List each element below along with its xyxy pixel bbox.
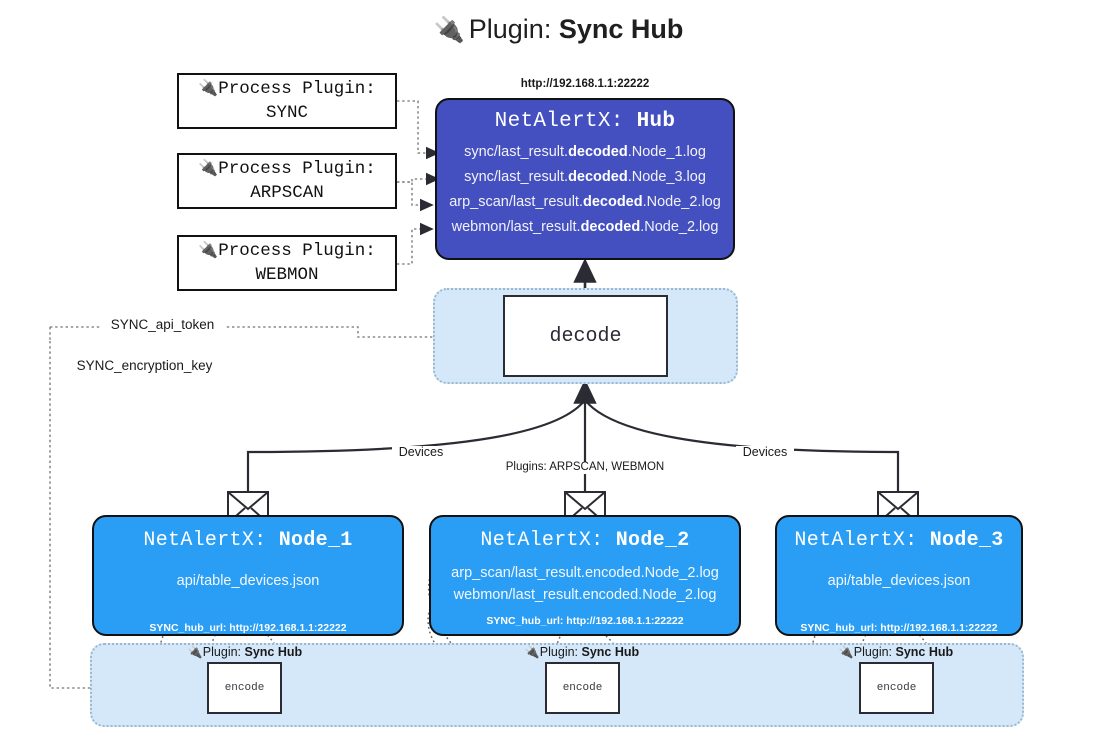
encoder-plugin-label-2: 🔌Plugin: Sync Hub: [524, 645, 640, 659]
edge-label-plugins-center: Plugins: ARPSCAN, WEBMON: [500, 461, 670, 474]
plug-icon: 🔌: [838, 645, 854, 659]
process-plugin-name: WEBMON: [255, 264, 319, 285]
node-hub-url: SYNC_hub_url: http://192.168.1.1:22222: [486, 614, 684, 627]
process-plugin-arpscan[interactable]: 🔌Process Plugin: ARPSCAN: [177, 153, 397, 209]
process-plugin-webmon[interactable]: 🔌Process Plugin: WEBMON: [177, 235, 397, 291]
node-log-line: api/table_devices.json: [176, 573, 320, 589]
node-title: NetAlertX: Node_3: [794, 529, 1004, 552]
process-plugin-name: ARPSCAN: [250, 182, 324, 203]
node-log-line: webmon/last_result.encoded.Node_2.log: [453, 587, 717, 604]
edge-label-api-token: SYNC_api_token: [100, 318, 225, 332]
hub-log-line: sync/last_result.decoded.Node_1.log: [464, 144, 706, 160]
plug-icon: 🔌: [198, 239, 219, 259]
node-box-node-2[interactable]: NetAlertX: Node_2 arp_scan/last_result.e…: [429, 515, 741, 636]
hub-url-label: http://192.168.1.1:22222: [520, 78, 650, 90]
decode-box[interactable]: decode: [503, 295, 668, 377]
edge-label-devices-right: Devices: [736, 446, 794, 459]
hub-log-line: webmon/last_result.decoded.Node_2.log: [451, 218, 719, 235]
node-hub-url: SYNC_hub_url: http://192.168.1.1:22222: [149, 622, 347, 635]
hub-node[interactable]: NetAlertX: Hub sync/last_result.decoded.…: [435, 98, 735, 260]
plug-icon: 🔌: [198, 157, 219, 177]
hub-log-line: arp_scan/last_result.decoded.Node_2.log: [449, 193, 721, 210]
page-title: 🔌Plugin: Sync Hub: [0, 14, 1117, 45]
plug-icon: 🔌: [187, 645, 203, 659]
process-plugin-caption: Process Plugin:: [218, 240, 376, 261]
process-plugin-name: SYNC: [265, 102, 308, 123]
encode-box-node-3[interactable]: encode: [859, 662, 934, 714]
node-log-line: arp_scan/last_result.encoded.Node_2.log: [451, 565, 719, 581]
node-title: NetAlertX: Node_2: [480, 529, 690, 552]
encoder-plugin-label-3: 🔌Plugin: Sync Hub: [838, 645, 954, 659]
node-title: NetAlertX: Node_1: [143, 529, 353, 552]
page-title-name: Sync Hub: [558, 14, 684, 44]
plug-icon: 🔌: [524, 645, 540, 659]
node-box-node-3[interactable]: NetAlertX: Node_3 api/table_devices.json…: [775, 515, 1023, 636]
page-title-prefix: Plugin:: [468, 14, 559, 44]
node-box-node-1[interactable]: NetAlertX: Node_1 api/table_devices.json…: [92, 515, 404, 636]
encode-box-node-2[interactable]: encode: [545, 662, 620, 714]
encode-label: encode: [562, 682, 603, 694]
decode-label: decode: [549, 324, 622, 348]
edge-label-devices-left: Devices: [392, 446, 450, 459]
encode-label: encode: [876, 682, 917, 694]
edge-label-encryption-key: SYNC_encryption_key: [62, 359, 227, 373]
process-plugin-caption: Process Plugin:: [218, 158, 376, 179]
encoder-plugin-label-1: 🔌Plugin: Sync Hub: [187, 645, 303, 659]
node-log-line: api/table_devices.json: [827, 573, 971, 589]
process-plugin-sync[interactable]: 🔌Process Plugin: SYNC: [177, 73, 397, 129]
hub-log-line: sync/last_result.decoded.Node_3.log: [464, 168, 706, 185]
plug-icon: 🔌: [198, 77, 219, 97]
node-hub-url: SYNC_hub_url: http://192.168.1.1:22222: [800, 622, 998, 635]
encode-box-node-1[interactable]: encode: [207, 662, 282, 714]
encode-label: encode: [224, 682, 265, 694]
plug-icon: 🔌: [433, 16, 465, 44]
process-plugin-caption: Process Plugin:: [218, 78, 376, 99]
hub-title: NetAlertX: Hub: [494, 110, 676, 133]
